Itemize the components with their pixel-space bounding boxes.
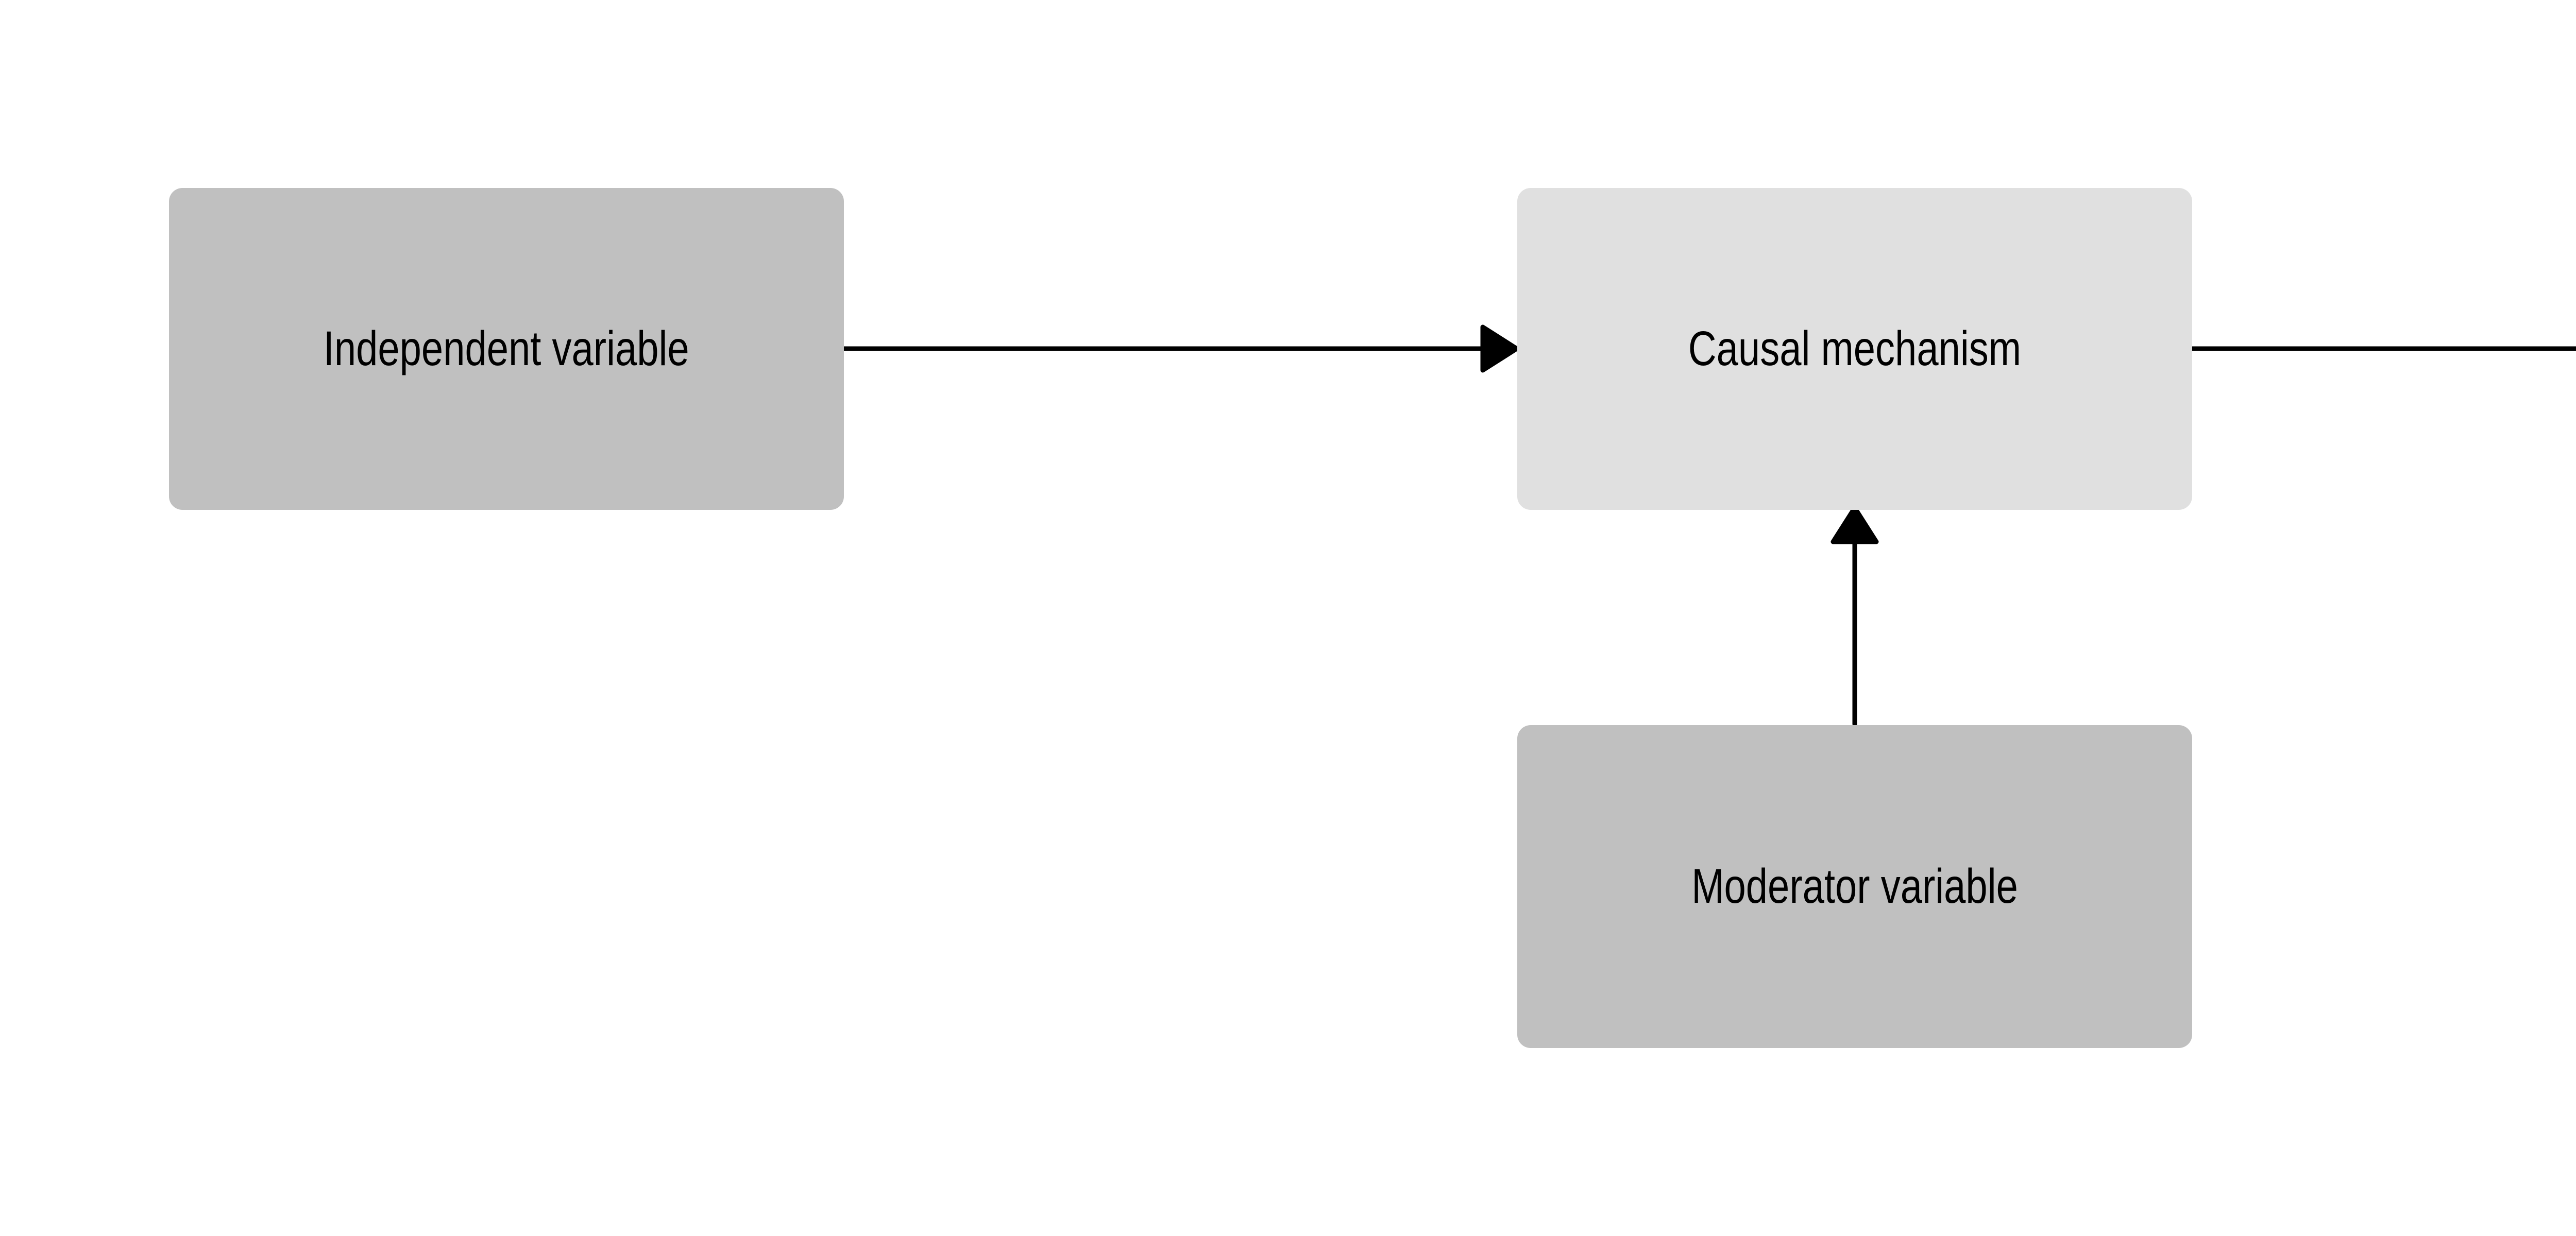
arrow-independent-to-causal bbox=[840, 324, 1519, 373]
arrow-causal-to-dependent bbox=[2188, 346, 2576, 351]
node-moderator-variable-label: Moderator variable bbox=[1691, 859, 2018, 914]
arrow-moderator-to-causal-head bbox=[1831, 505, 1879, 544]
node-causal-mechanism-label: Causal mechanism bbox=[1688, 321, 2022, 376]
node-moderator-variable[interactable]: Moderator variable bbox=[1517, 725, 2192, 1048]
node-independent-variable-label: Independent variable bbox=[324, 321, 689, 376]
node-causal-mechanism[interactable]: Causal mechanism bbox=[1517, 188, 2192, 510]
node-independent-variable[interactable]: Independent variable bbox=[169, 188, 844, 510]
arrow-moderator-to-causal bbox=[1831, 505, 1879, 727]
arrow-independent-to-causal-head bbox=[1480, 324, 1519, 373]
